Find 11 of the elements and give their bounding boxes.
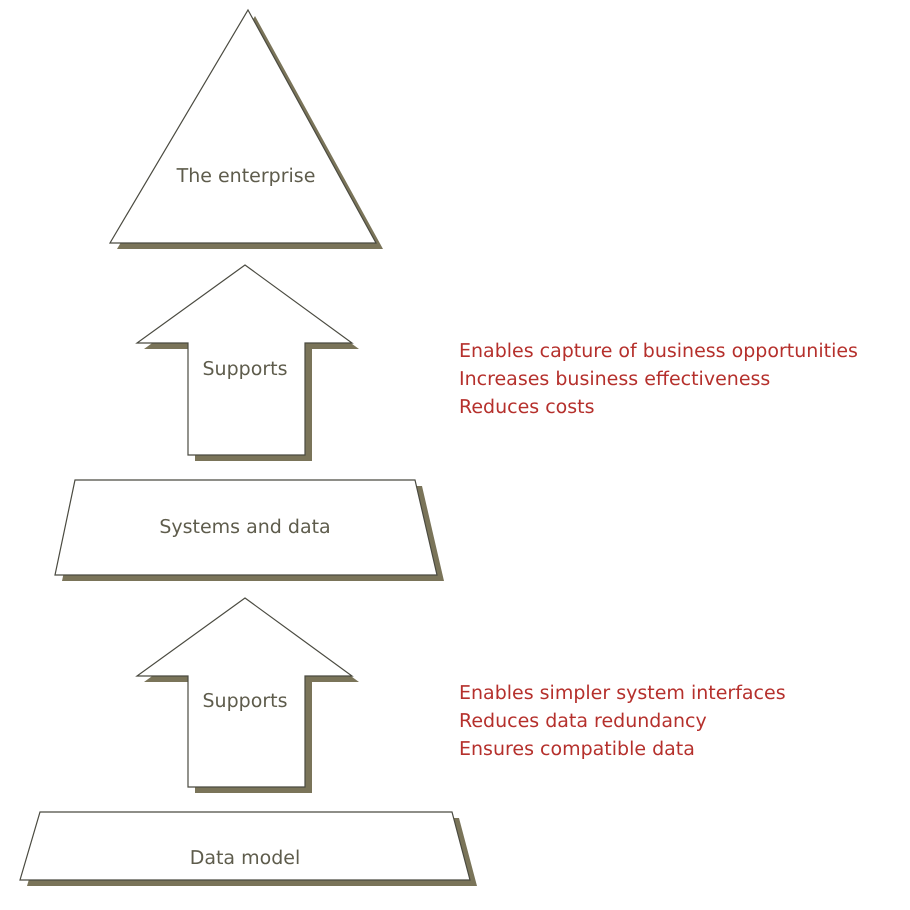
shape-label: Supports — [202, 690, 288, 712]
benefit-text: Enables simpler system interfaces — [459, 682, 786, 704]
benefit-text: Enables capture of business opportunities — [459, 340, 858, 362]
shape-label: The enterprise — [176, 165, 316, 187]
benefit-text: Reduces data redundancy — [459, 710, 707, 732]
benefit-text: Reduces costs — [459, 396, 595, 418]
benefit-text: Increases business effectiveness — [459, 368, 770, 390]
shape-label: Data model — [190, 847, 300, 869]
shape-label: Supports — [202, 358, 288, 380]
benefit-text: Ensures compatible data — [459, 738, 695, 760]
shape-label: Systems and data — [159, 516, 331, 538]
